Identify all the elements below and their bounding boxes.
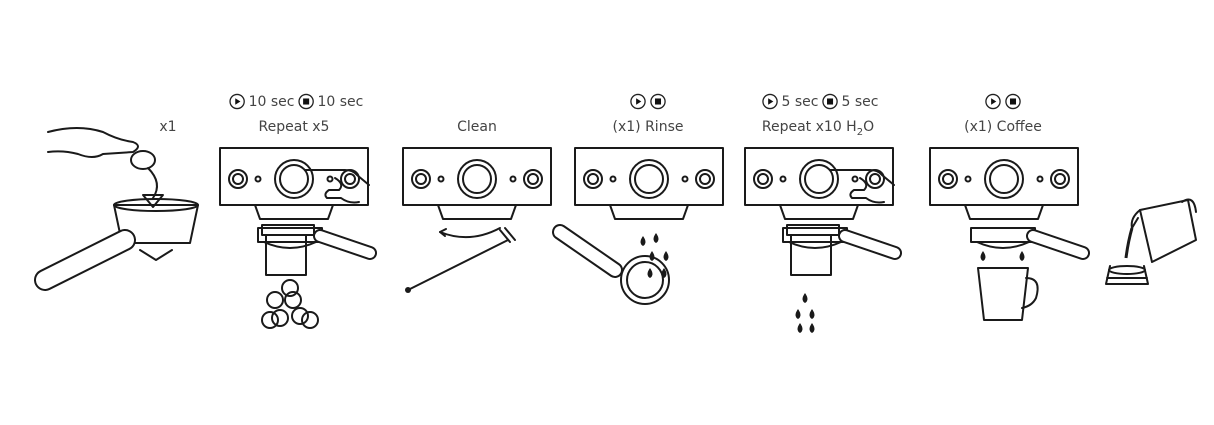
step-5-label: Repeat x10 H2O: [762, 119, 874, 138]
play-button-icon: [229, 93, 245, 110]
step-2-group-head: [261, 224, 315, 276]
play-button-icon: [630, 93, 646, 110]
cleaning-tablet-icon: [130, 150, 156, 170]
label-subscript: 2: [856, 126, 864, 138]
step-4-label: (x1) Rinse: [612, 119, 684, 135]
step-4-machine: [574, 147, 724, 220]
label-end: O: [863, 119, 875, 135]
step-1-label: x1: [159, 119, 177, 135]
step-6-portafilter: [970, 227, 1090, 260]
stop-button-icon: [822, 93, 838, 110]
step-2-bubbles: [261, 279, 319, 329]
stop-time: 5 sec: [841, 93, 879, 110]
step-5-water-drops: [795, 293, 815, 333]
step-2-portafilter: [257, 227, 377, 260]
step-2-timing: 10 sec 10 sec: [229, 93, 364, 110]
step-5-hand: [829, 169, 895, 204]
step-2-hand: [304, 169, 370, 204]
step-2-label: Repeat x5: [258, 119, 330, 135]
step-4-portafilter: [552, 224, 670, 305]
step-3-machine: [402, 147, 552, 220]
step-4-buttons: [630, 93, 667, 110]
step-4-water-drops: [640, 233, 669, 278]
step-5-timing: 5 sec 5 sec: [762, 93, 879, 110]
run-time: 5 sec: [781, 93, 819, 110]
step-2-machine: [219, 147, 369, 220]
cleaning-brush-icon: [405, 227, 516, 293]
step-5-portafilter: [782, 227, 902, 260]
step-5-group-head: [786, 224, 840, 276]
stop-button-icon: [298, 93, 314, 110]
stop-button-icon: [1005, 93, 1021, 110]
step-6-buttons: [985, 93, 1022, 110]
step-1-hand: [47, 127, 139, 158]
label-main: Repeat x10 H: [761, 119, 857, 135]
milk-pitcher-icon: [1124, 198, 1197, 263]
stop-button-icon: [650, 93, 666, 110]
arrow-down-icon: [142, 167, 164, 208]
step-6-label: (x1) Coffee: [964, 119, 1042, 135]
step-5-machine: [744, 147, 894, 220]
coffee-cup-icon: [977, 267, 1039, 321]
play-button-icon: [762, 93, 778, 110]
coffee-drops: [980, 251, 1025, 261]
step-3-label: Clean: [457, 119, 497, 135]
step-1-portafilter: [34, 198, 199, 291]
play-button-icon: [985, 93, 1001, 110]
stop-time: 10 sec: [317, 93, 364, 110]
run-time: 10 sec: [248, 93, 295, 110]
drip-tray-icon: [1105, 265, 1149, 285]
step-6-machine: [929, 147, 1079, 220]
